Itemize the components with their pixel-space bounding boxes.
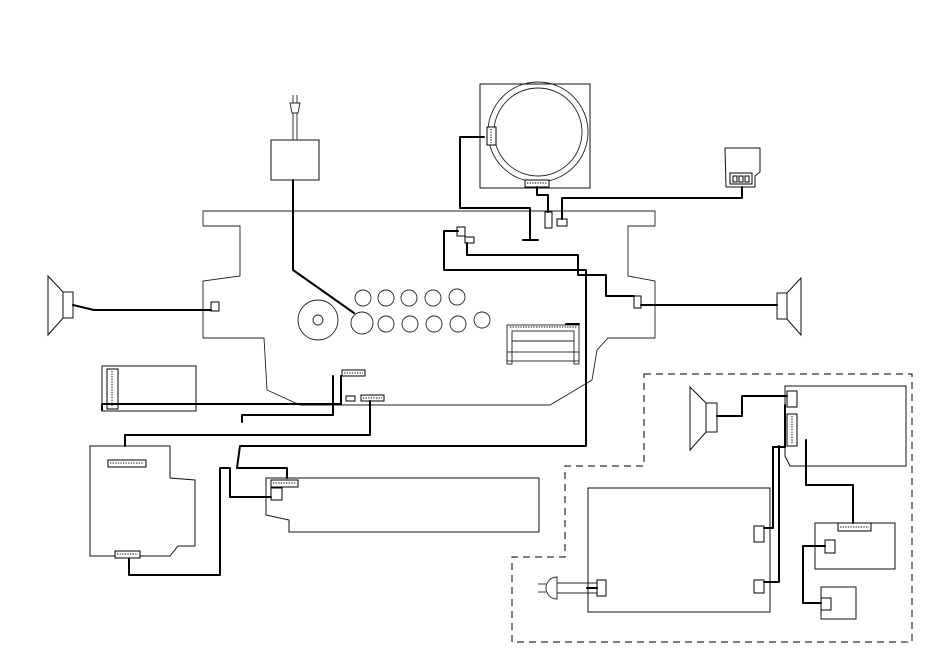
chassis-connectors <box>211 212 641 401</box>
subwoofer-amp-board <box>785 386 906 466</box>
front-button <box>450 316 466 332</box>
front-button <box>474 312 490 328</box>
ac-plug-top <box>290 95 300 140</box>
front-button <box>426 316 442 332</box>
antenna-terminal <box>725 148 760 187</box>
front-button <box>449 289 465 305</box>
front-buttons <box>351 289 490 334</box>
subwoofer-power-board <box>588 488 770 612</box>
front-button <box>378 316 394 332</box>
main-chassis <box>203 211 655 405</box>
power-transformer <box>271 140 319 180</box>
front-button <box>378 290 394 306</box>
power-board <box>90 446 195 558</box>
speaker-left <box>48 276 73 335</box>
front-button <box>402 316 418 332</box>
speaker-subwoofer <box>690 387 717 450</box>
front-button <box>425 290 441 306</box>
subwoofer-control-board <box>815 523 895 569</box>
front-button <box>401 290 417 306</box>
volume-knob <box>298 300 338 340</box>
selector-knob <box>351 312 373 334</box>
cd-mechanism <box>480 82 590 188</box>
cassette-door <box>507 324 579 364</box>
display-board <box>266 478 539 532</box>
speaker-right <box>777 278 801 335</box>
front-button <box>355 290 371 306</box>
subwoofer-small-board <box>821 587 856 619</box>
